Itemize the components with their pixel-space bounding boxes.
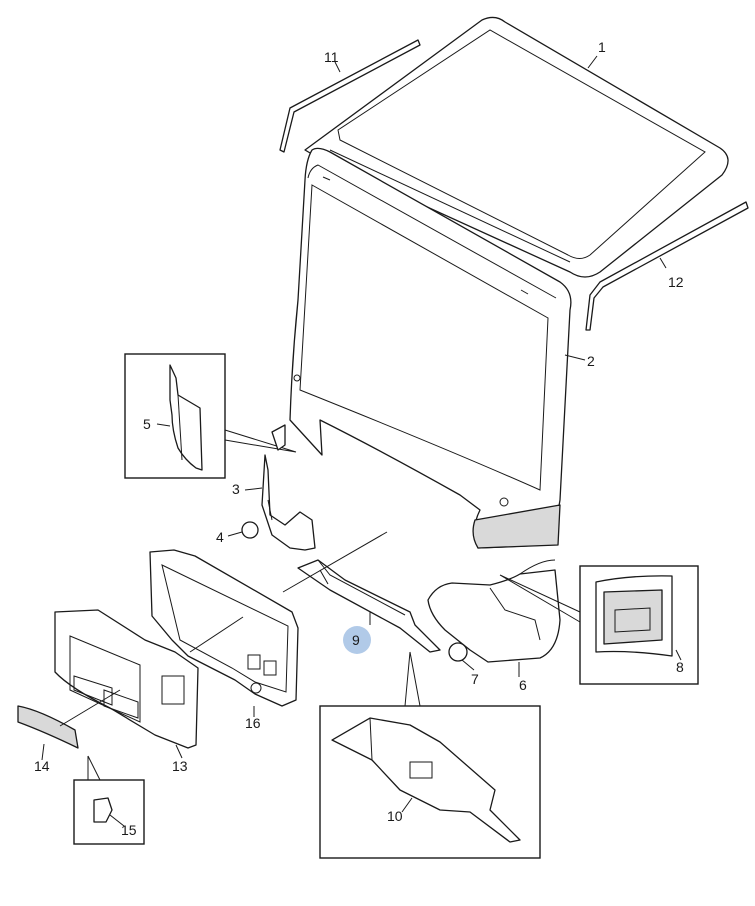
inset-part-10[interactable] [319,705,541,859]
callout-9-highlight [343,626,371,654]
callout-9[interactable]: 9 [352,632,360,648]
part-9-cross-member[interactable] [297,559,441,653]
part-2-front-cowl[interactable] [289,147,572,549]
callout-7[interactable]: 7 [471,671,479,687]
callout-5[interactable]: 5 [143,416,151,432]
part-14-grille[interactable] [17,705,79,749]
callout-4[interactable]: 4 [216,529,224,545]
part-6-side-panel-right[interactable] [427,559,561,663]
part-7-grommet-right[interactable] [448,642,468,662]
callout-14[interactable]: 14 [34,758,50,774]
inset-10-pointer [404,651,421,707]
inset-part-15[interactable] [73,779,145,845]
callout-11[interactable]: 11 [324,49,339,65]
inset-15-pointer [87,755,101,781]
callout-3[interactable]: 3 [232,481,240,497]
part-16-inner-panel[interactable] [149,549,299,707]
inset-5-pointer [224,429,297,453]
inset-part-5[interactable] [124,353,226,479]
callout-2[interactable]: 2 [587,353,595,369]
callout-8[interactable]: 8 [676,659,684,675]
inset-8-pointer [499,574,581,623]
part-4-grommet-left[interactable] [241,521,259,539]
callout-1[interactable]: 1 [598,39,606,55]
callout-6[interactable]: 6 [519,677,527,693]
callout-13[interactable]: 13 [172,758,188,774]
callout-12[interactable]: 12 [668,274,684,290]
callout-15[interactable]: 15 [121,822,137,838]
part-13-trim-panel[interactable] [54,609,199,749]
part-3-side-panel-left[interactable] [261,424,316,551]
inset-part-8[interactable] [579,565,699,685]
callout-10[interactable]: 10 [387,808,403,824]
callout-16[interactable]: 16 [245,715,261,731]
part-11-roof-seal-strip-left[interactable] [279,39,421,153]
part-12-roof-seal-strip-right[interactable] [585,201,749,331]
leader-lines [41,55,682,827]
